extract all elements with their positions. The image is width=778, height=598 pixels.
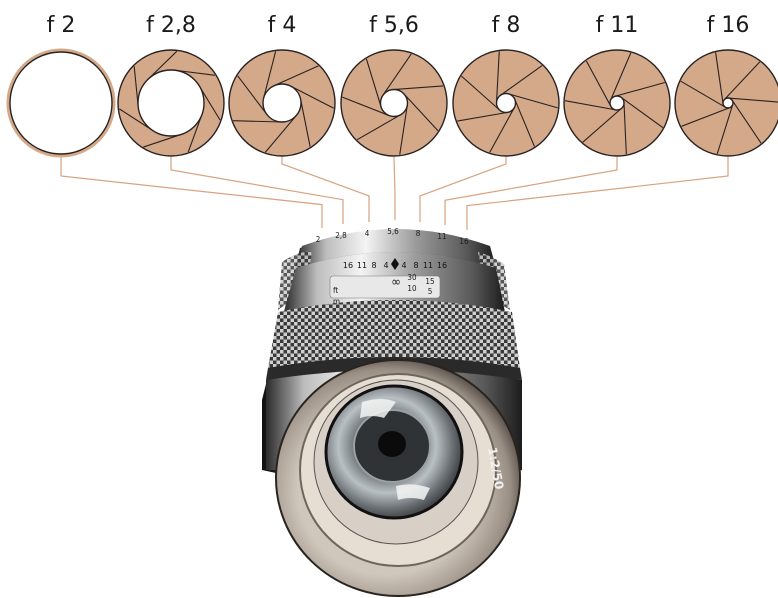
leader-line <box>60 157 323 228</box>
aperture-disc-7: f 16 <box>674 13 778 157</box>
iris-blade-edge <box>614 81 665 97</box>
aperture-ring-number: 8 <box>416 229 421 238</box>
iris-blade-edge <box>620 96 664 129</box>
m-marker: m <box>333 297 340 306</box>
focus-grip-knurl <box>268 300 520 368</box>
iris-blade-edge <box>290 85 334 109</box>
iris-blade-edge <box>300 99 311 147</box>
leader-line <box>444 157 618 225</box>
leader-line <box>170 157 344 224</box>
open-aperture-edge <box>9 51 113 155</box>
aperture-opening <box>379 88 409 118</box>
aperture-opening <box>495 92 517 114</box>
iris-blade-edge <box>403 93 439 132</box>
iris-blade-edge <box>457 111 508 122</box>
distance-scale-number: 10 <box>407 284 417 293</box>
focus-index-mark <box>391 258 399 270</box>
dof-scale-number: 11 <box>423 261 433 270</box>
aperture-ring <box>296 229 496 268</box>
iris-blade-edge <box>680 80 726 108</box>
dof-scale-number: 16 <box>343 261 353 270</box>
f-stop-label: f 2 <box>47 13 76 38</box>
dof-scale-number: 4 <box>401 261 406 270</box>
dof-scale-number: 8 <box>413 261 418 270</box>
iris-blade-edge <box>392 85 444 91</box>
iris-blade-edge <box>495 51 500 103</box>
distance-scale-number: 30 <box>407 273 417 282</box>
iris-blade-edge <box>728 97 778 103</box>
distance-scale: ∞ 30 10 155 <box>391 273 434 296</box>
iris-blade-edge <box>723 61 761 100</box>
iris-blade-edge <box>514 99 535 147</box>
f-stop-row: f 2 f 2,8 f 4 f 5,6 f 8 f 11 f 16 <box>6 13 778 158</box>
aperture-ring-number: 4 <box>365 229 370 238</box>
distance-scale-number: ∞ <box>391 275 401 290</box>
aperture-ring-number: 2,8 <box>335 231 347 240</box>
dof-scale-number: 4 <box>383 261 388 270</box>
iris-blade-edge <box>508 93 558 109</box>
aperture-ring-number: 5,6 <box>387 227 399 236</box>
open-aperture-ring <box>6 48 116 158</box>
aperture-ring-number: 11 <box>437 232 446 241</box>
aperture-opening <box>722 97 734 109</box>
aperture-opening <box>609 95 625 111</box>
dof-scale-number: 16 <box>437 261 447 270</box>
iris-blade-edge <box>585 60 612 107</box>
iris-blade-edge <box>715 52 724 104</box>
leader-line <box>281 157 370 222</box>
iris-blade-edge <box>365 58 382 108</box>
aperture-ring-number: 2 <box>316 235 321 244</box>
iris-blade-edge <box>237 75 268 115</box>
f-stop-label: f 4 <box>268 13 297 38</box>
aperture-opening <box>262 83 302 123</box>
iris-blade-edge <box>500 65 543 96</box>
iris-blade-edge <box>716 104 734 155</box>
iris-blade-edge <box>233 120 282 123</box>
leader-line <box>393 157 396 220</box>
f-stop-label: f 16 <box>707 13 750 38</box>
dof-scale-number: 8 <box>371 261 376 270</box>
dof-scale-number: 11 <box>357 261 367 270</box>
f-stop-label: f 11 <box>596 13 639 38</box>
aperture-ring-scale: 2 2,8 4 5,6 8 11 16 <box>316 227 469 246</box>
iris-blade-edge <box>461 75 501 111</box>
ft-marker: ft <box>333 286 338 295</box>
aperture-disc-4: f 5,6 <box>340 13 448 157</box>
f-stop-label: f 5,6 <box>369 13 419 38</box>
iris-blade-edge <box>610 52 632 101</box>
iris-blade-edge <box>273 65 319 87</box>
iris-blade-edge <box>264 114 297 153</box>
iris-blade-edge <box>564 100 616 111</box>
iris-blade-edge <box>681 107 730 127</box>
aperture-disc-2: f 2,8 <box>117 13 225 157</box>
leader-lines <box>60 157 729 230</box>
f-stop-label: f 2,8 <box>146 13 196 38</box>
aperture-disc-3: f 4 <box>228 13 336 157</box>
iris-blade-edge <box>342 96 390 117</box>
aperture-opening <box>137 69 205 137</box>
leader-line <box>466 157 729 230</box>
f-stop-label: f 8 <box>492 13 521 38</box>
iris-blade-edge <box>356 114 401 141</box>
iris-blade-edge <box>382 53 412 96</box>
iris-blade-edge <box>263 51 277 99</box>
distance-scale-number: 15 <box>425 277 434 286</box>
leader-line <box>419 157 507 222</box>
iris-blade-edge <box>582 107 622 143</box>
iris-blade-edge <box>731 99 762 144</box>
distance-scale-number: 5 <box>428 287 433 296</box>
aperture-ring-number: 16 <box>459 237 469 246</box>
iris-blade-edge <box>489 107 515 153</box>
aperture-disc-5: f 8 <box>452 13 560 157</box>
iris-blade-edge <box>623 102 627 155</box>
aperture-disc-1: f 2 <box>6 13 116 158</box>
iris-blade-edge <box>399 104 408 155</box>
aperture-disc-6: f 11 <box>563 13 671 157</box>
